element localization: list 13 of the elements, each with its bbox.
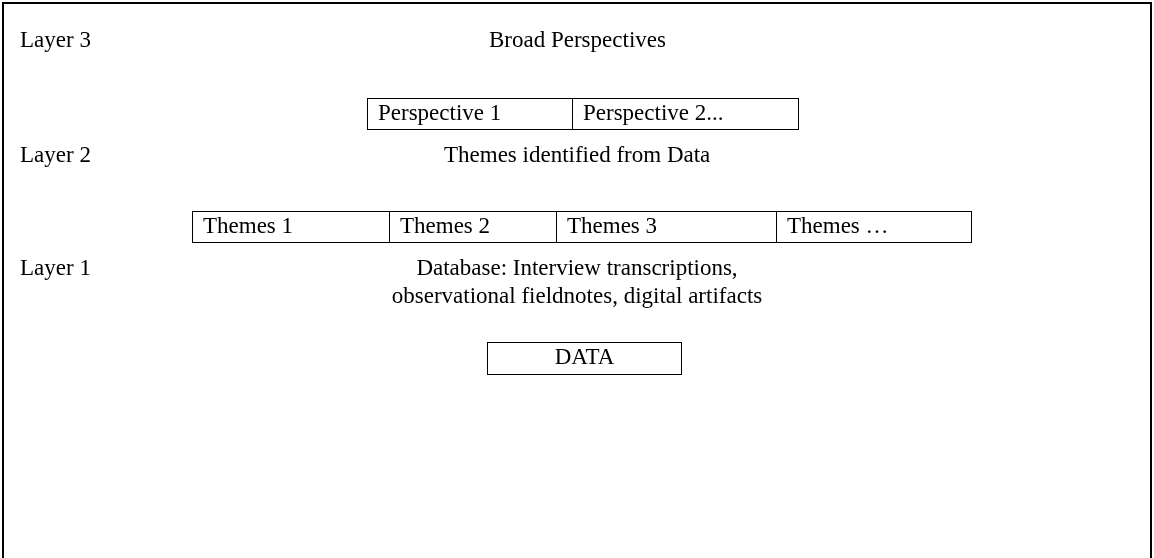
section-heading: Database: Interview transcriptions, observational fieldnotes, digital artifacts (390, 254, 764, 310)
table-cell: Themes 2 (389, 211, 557, 243)
table-cell: Themes 1 (192, 211, 390, 243)
layer-label: Layer 2 (20, 141, 91, 169)
section-heading: Themes identified from Data (444, 141, 711, 169)
layer-label: Layer 1 (20, 254, 91, 282)
table-cell: DATA (487, 342, 682, 375)
section-heading: Broad Perspectives (489, 26, 666, 54)
layer-label: Layer 3 (20, 26, 91, 54)
table-cell: Themes … (776, 211, 972, 243)
table-cell: Perspective 2... (572, 98, 799, 130)
table-cell: Themes 3 (556, 211, 777, 243)
table-cell: Perspective 1 (367, 98, 573, 130)
